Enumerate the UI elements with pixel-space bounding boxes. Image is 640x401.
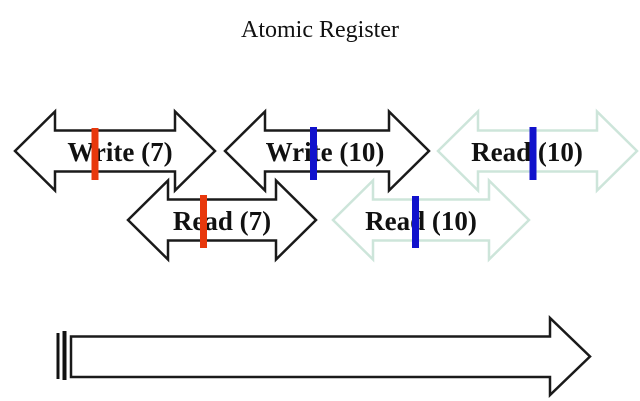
marker-read-10-bottom	[412, 196, 419, 248]
marker-read-10-top	[529, 127, 537, 180]
op-label-read-10-top: Read (10)	[471, 137, 583, 167]
marker-read-7	[200, 195, 207, 248]
interval-arrow-write-10	[223, 108, 431, 194]
op-label-write-7: Write (7)	[67, 137, 172, 167]
interval-arrow-write-7	[13, 108, 217, 194]
op-label-read-7: Read (7)	[173, 206, 271, 236]
marker-write-7	[91, 128, 99, 180]
timeline-arrow	[69, 315, 592, 398]
marker-write-10	[310, 127, 317, 180]
interval-arrow-read-10-top	[436, 108, 639, 194]
interval-arrow-read-7	[126, 177, 318, 263]
timeline-start-tick-2	[62, 331, 67, 380]
interval-arrow-read-10-bottom	[331, 177, 531, 263]
timeline-start-tick-1	[56, 333, 60, 379]
op-label-write-10: Write (10)	[266, 137, 385, 167]
op-label-read-10-bottom: Read (10)	[365, 206, 477, 236]
page-title: Atomic Register	[241, 17, 399, 43]
